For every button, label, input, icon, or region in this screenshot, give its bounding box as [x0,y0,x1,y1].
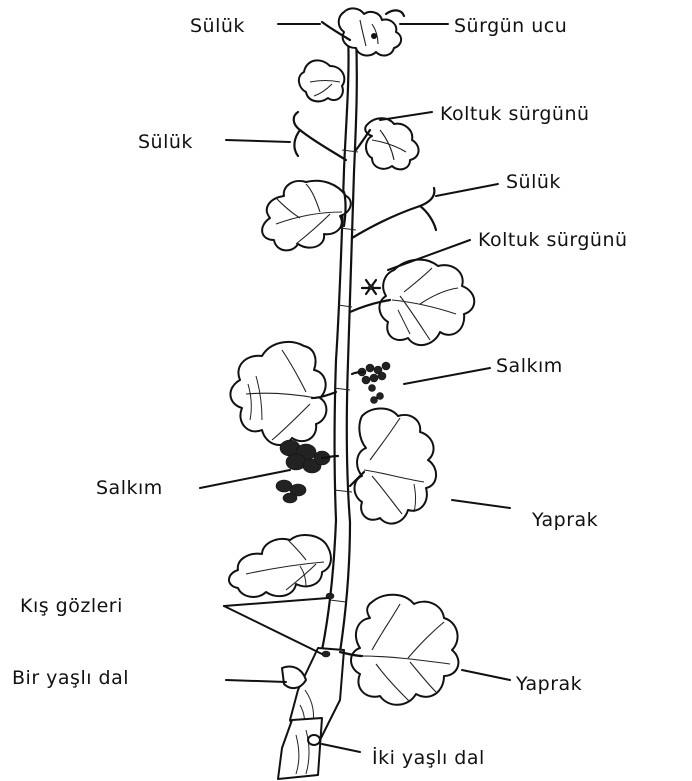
label-koltuk-surgunu-1: Koltuk sürgünü [440,103,590,125]
label-yaprak-mid: Yaprak [531,509,598,531]
leaf-right-lower [350,409,436,524]
tendril-right [352,188,436,238]
leaf-right-upper [350,260,474,346]
leaf-middle-left [262,181,351,251]
cluster-small-top [362,280,380,294]
leaf-lower-left [229,535,331,597]
two-year-old-wood [278,718,322,779]
winter-buds [322,593,334,657]
label-suluk-right: Sülük [506,171,561,193]
leaf-axillary-shoot-1 [356,118,419,169]
label-koltuk-surgunu-2: Koltuk sürgünü [478,229,628,251]
label-yaprak-bottom: Yaprak [515,673,582,695]
label-suluk-top: Sülük [190,15,245,37]
label-kis-gozleri: Kış gözleri [20,595,123,617]
label-iki-yasli-dal: İki yaşlı dal [372,746,485,769]
cluster-upper-right [352,362,390,404]
label-bir-yasli-dal: Bir yaşlı dal [12,667,129,689]
leaf-upper-small [299,60,344,101]
label-salkim-right: Salkım [496,355,563,377]
leaf-left-middle [230,342,336,445]
tendril-left [294,112,346,160]
leaf-bottom-right [340,595,458,705]
label-surgun-ucu: Sürgün ucu [454,15,567,37]
label-suluk-left: Sülük [138,131,193,153]
label-salkim-left: Salkım [96,477,163,499]
